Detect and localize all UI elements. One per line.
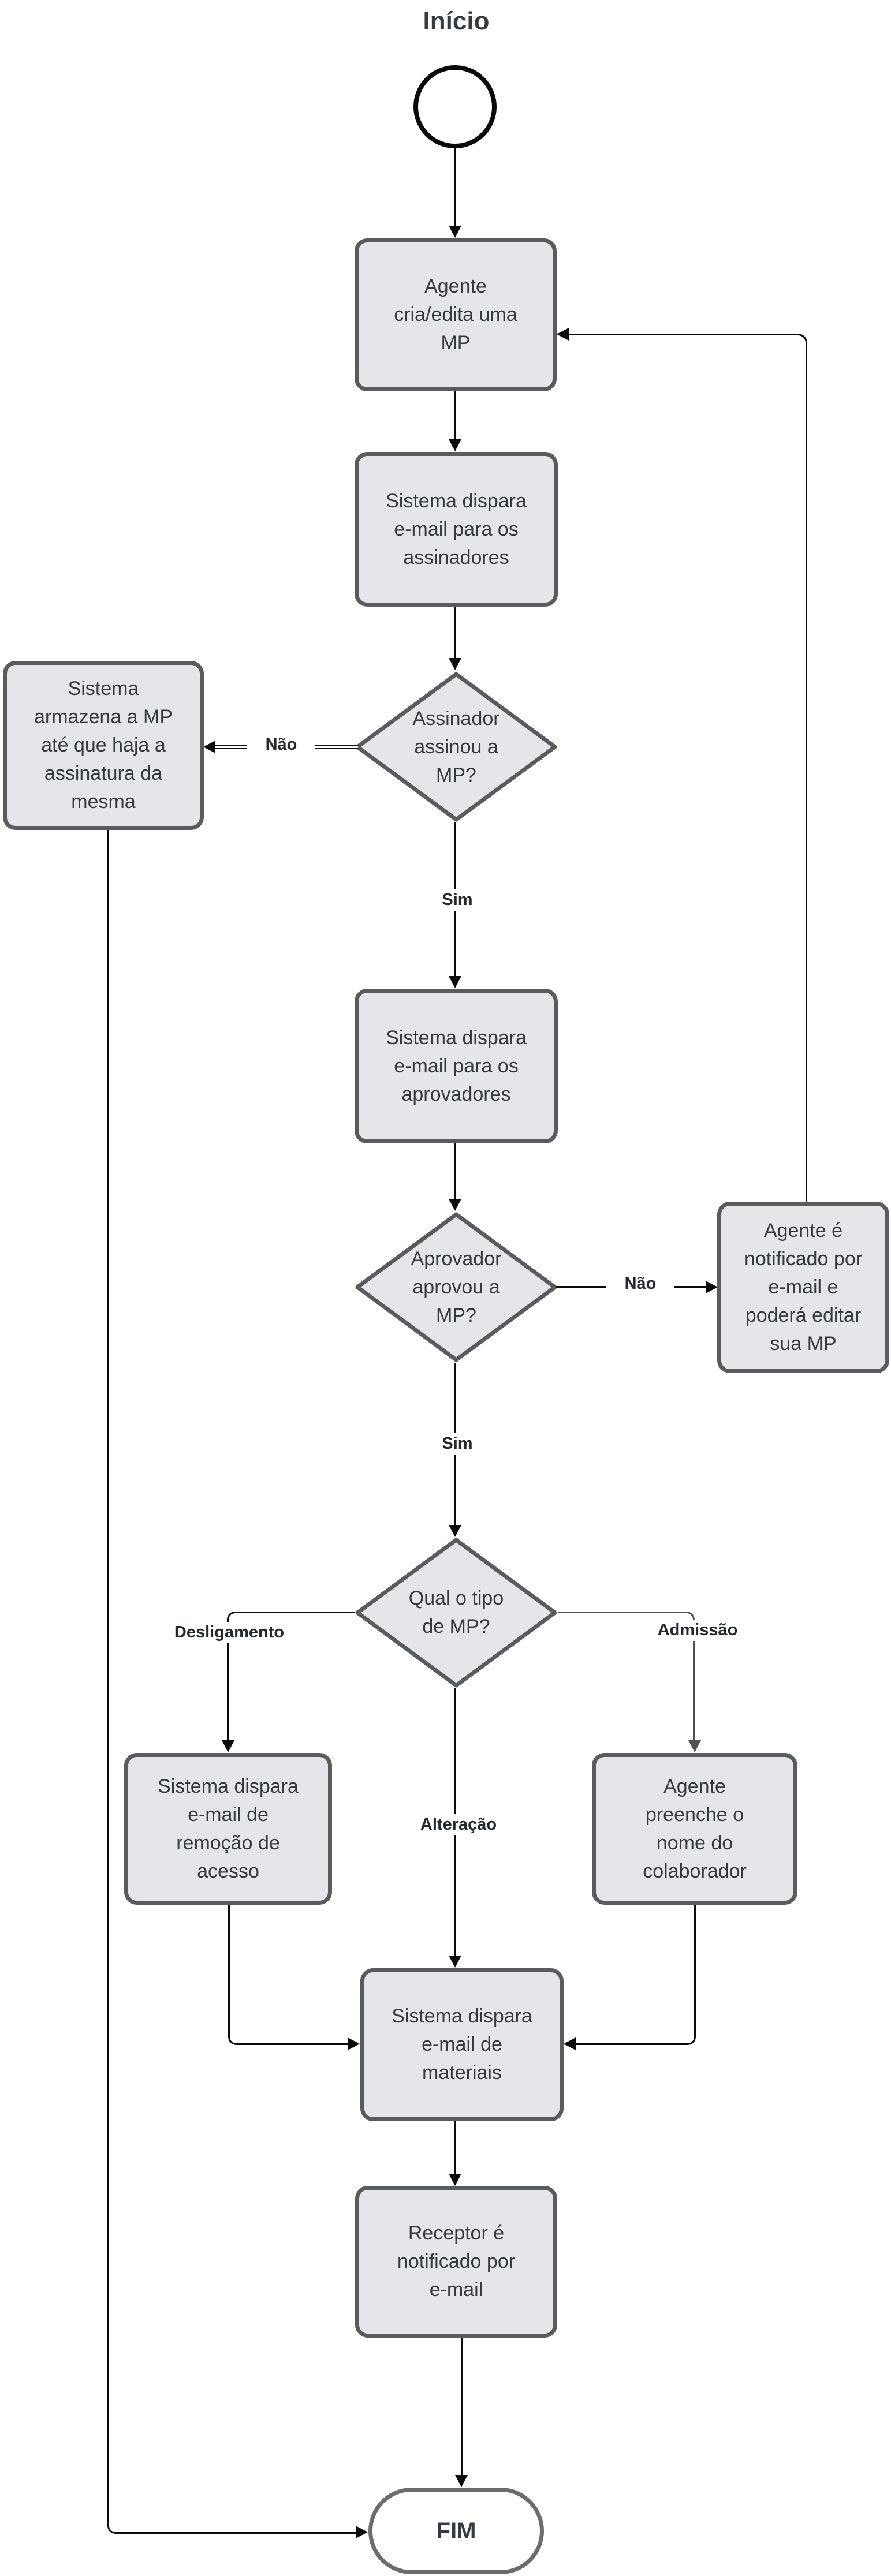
- edge-materials-receiver: [454, 2121, 456, 2174]
- edge-label-desligamento: Desligamento: [163, 1622, 295, 1643]
- edge-label-sign-yes: Sim: [423, 889, 491, 911]
- edge-label-approve-no: Não: [606, 1273, 674, 1295]
- edge-signers-decision: [454, 607, 456, 659]
- arrowhead-into-signers: [449, 439, 461, 451]
- node-access-removal: Sistema dispara e-mail de remoção de ace…: [124, 1753, 332, 1905]
- edge-approvers-decision: [454, 1143, 456, 1201]
- node-fill-name: Agente preenche o nome do colaborador: [592, 1753, 797, 1905]
- arrowhead-into-fim-top: [455, 2475, 468, 2487]
- arrowhead-into-agent-notified: [706, 1281, 718, 1293]
- diamond-shape: [355, 672, 557, 822]
- edge-create-signers: [454, 391, 456, 440]
- edge-start-create: [454, 148, 456, 226]
- diamond-shape: [355, 1538, 557, 1688]
- edge-notified-create-feedback: [568, 334, 807, 1202]
- decision-type-label: Qual o tipo de MP?: [408, 1587, 504, 1637]
- diamond-shape: [355, 1212, 557, 1362]
- decision-approved: Aprovador aprovou a MP?: [355, 1212, 558, 1363]
- decision-type: Qual o tipo de MP?: [355, 1537, 558, 1688]
- node-fim: FIM: [368, 2488, 544, 2574]
- node-create-mp: Agente cria/edita uma MP: [355, 238, 557, 391]
- decision-signed: Assinador assinou a MP?: [355, 671, 558, 822]
- arrowhead-into-approvers: [449, 976, 461, 988]
- edge-label-approve-yes: Sim: [423, 1433, 491, 1455]
- arrowhead-into-receiver: [449, 2174, 461, 2186]
- edge-receiver-fim: [461, 2338, 463, 2476]
- arrowhead-into-type-decision: [449, 1525, 461, 1537]
- arrowhead-into-access-removal: [222, 1740, 234, 1752]
- arrowhead-into-store: [203, 741, 215, 753]
- node-email-approvers: Sistema dispara e-mail para os aprovador…: [355, 989, 558, 1143]
- node-agent-notified: Agente é notificado por e-mail e poderá …: [717, 1202, 889, 1373]
- edge-label-admissao: Admissão: [632, 1620, 763, 1641]
- edge-type-admissao: [558, 1612, 695, 1741]
- edge-type-desligamento: [227, 1612, 355, 1741]
- arrowhead-into-materials-left: [348, 2037, 360, 2050]
- node-email-signers: Sistema dispara e-mail para os assinador…: [355, 452, 558, 607]
- arrowhead-into-fill-name: [688, 1740, 701, 1752]
- arrowhead-into-materials-top: [449, 1956, 461, 1968]
- decision-signed-label: Assinador assinou a MP?: [412, 707, 500, 786]
- arrowhead-into-fim-left: [356, 2526, 368, 2538]
- arrowhead-into-materials-right: [564, 2037, 576, 2050]
- arrowhead-into-approved-decision: [449, 1199, 461, 1211]
- edge-store-fim: [107, 830, 356, 2534]
- edge-removal-materials: [228, 1905, 349, 2045]
- arrowhead-into-signed-decision: [449, 658, 461, 670]
- node-receiver-notified: Receptor é notificado por e-mail: [355, 2186, 557, 2338]
- arrowhead-into-create-right: [557, 328, 569, 341]
- node-store-mp: Sistema armazena a MP até que haja a ass…: [3, 661, 204, 830]
- start-label: Início: [423, 7, 490, 35]
- node-email-materials: Sistema dispara e-mail de materiais: [360, 1968, 564, 2121]
- edge-label-sign-no: Não: [247, 734, 315, 756]
- decision-approved-label: Aprovador aprovou a MP?: [411, 1247, 502, 1326]
- arrowhead-into-create: [449, 226, 461, 238]
- start-circle: [413, 65, 497, 148]
- edge-label-alteracao: Alteração: [404, 1814, 513, 1835]
- edge-fillname-materials: [575, 1905, 696, 2045]
